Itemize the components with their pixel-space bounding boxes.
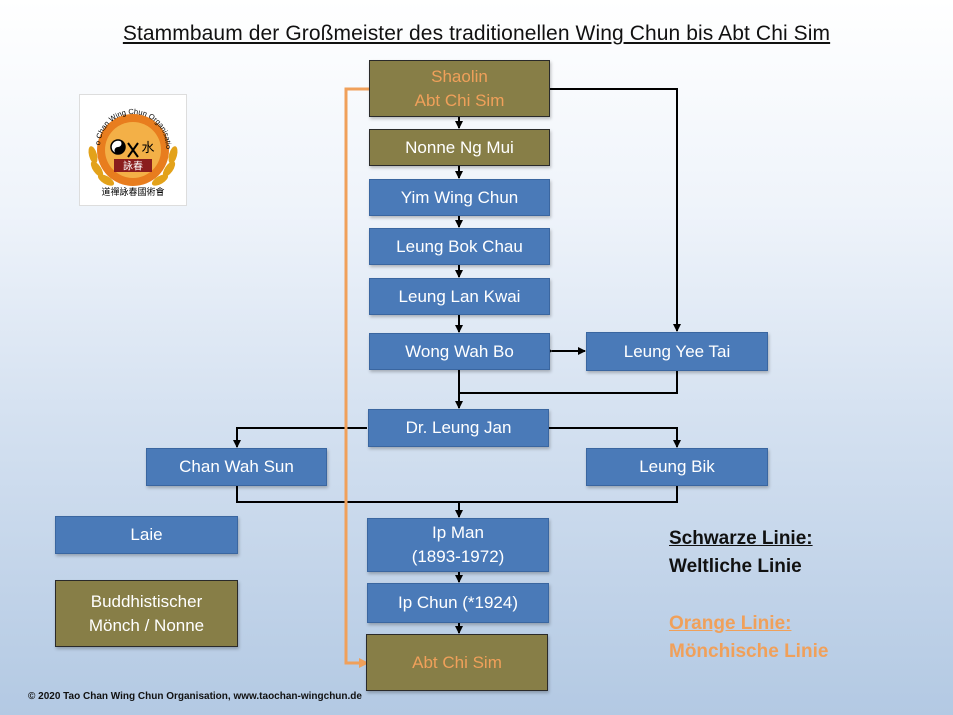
node-ip-man-line2: (1893-1972) — [411, 547, 505, 566]
orange-monastic-line — [344, 87, 370, 668]
node-leung-jan: Dr. Leung Jan — [368, 409, 549, 447]
logo-emblem-icon: Tao Chan Wing Chun Organisation 水 詠春 道禪詠… — [78, 88, 178, 197]
key-laie: Laie — [55, 516, 238, 554]
legend-black-title: Schwarze Linie: — [669, 528, 813, 549]
node-leung-bok-chau: Leung Bok Chau — [369, 228, 550, 265]
node-leung-bik: Leung Bik — [586, 448, 768, 486]
node-yim-wing-chun: Yim Wing Chun — [369, 179, 550, 216]
line-yeetai-leungjan — [459, 370, 678, 394]
legend-orange: Orange Linie: Mönchische Linie — [669, 610, 828, 666]
node-abt-chi-sim-label: Abt Chi Sim — [412, 652, 502, 672]
line-shaolin-yeetai — [549, 88, 681, 332]
node-shaolin-line2: Abt Chi Sim — [414, 90, 505, 110]
node-chan-wah-sun: Chan Wah Sun — [146, 448, 327, 486]
svg-text:水: 水 — [141, 140, 154, 155]
line-leungjan-chanwahsun — [233, 427, 367, 448]
key-buddhist-line2: Mönch / Nonne — [88, 615, 205, 635]
line-chanwahsun-ipman — [236, 485, 678, 503]
legend-orange-desc: Mönchische Linie — [669, 641, 829, 662]
node-wong-wah-bo: Wong Wah Bo — [369, 333, 550, 370]
node-ip-chun: Ip Chun (*1924) — [367, 583, 549, 623]
svg-text:道禪詠春國術會: 道禪詠春國術會 — [101, 186, 164, 197]
node-ng-mui: Nonne Ng Mui — [369, 129, 550, 166]
page-title: Stammbaum der Großmeister des traditione… — [122, 22, 831, 45]
organisation-logo: Tao Chan Wing Chun Organisation 水 詠春 道禪詠… — [78, 88, 187, 206]
node-shaolin: Shaolin Abt Chi Sim — [369, 60, 550, 117]
node-ip-man: Ip Man (1893-1972) — [367, 518, 549, 572]
legend-black-desc: Weltliche Linie — [669, 556, 802, 577]
legend-orange-title: Orange Linie: — [669, 613, 792, 634]
key-buddhist-line1: Buddhistischer — [90, 591, 203, 611]
line-leungjan-leungbik — [549, 427, 681, 448]
key-buddhist: Buddhistischer Mönch / Nonne — [55, 580, 238, 647]
node-abt-chi-sim: Abt Chi Sim — [366, 634, 548, 691]
node-ip-man-line1: Ip Man — [432, 523, 484, 542]
svg-text:詠春: 詠春 — [123, 160, 143, 173]
node-shaolin-line1: Shaolin — [431, 66, 488, 86]
node-leung-lan-kwai: Leung Lan Kwai — [369, 278, 550, 315]
legend-black: Schwarze Linie: Weltliche Linie — [669, 525, 813, 581]
footer-copyright: © 2020 Tao Chan Wing Chun Organisation, … — [28, 691, 362, 702]
node-leung-yee-tai: Leung Yee Tai — [586, 332, 768, 371]
